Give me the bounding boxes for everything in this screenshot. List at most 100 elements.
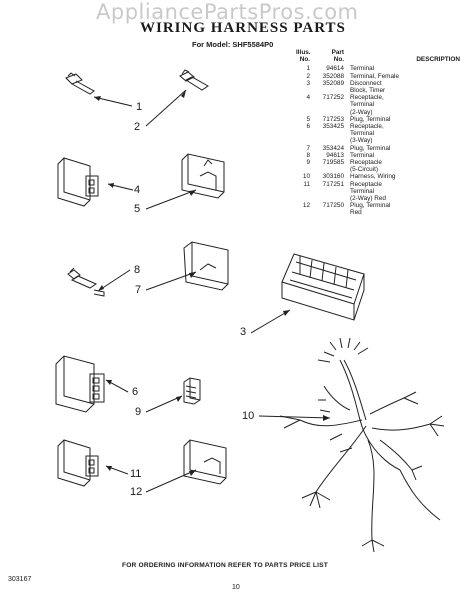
parts-table-row: 10 303160 Harness, Wiring: [296, 173, 476, 180]
header-illus: Illus. No.: [296, 49, 311, 64]
leader-lines: [93, 89, 331, 493]
part-description: Terminal: [350, 187, 375, 195]
ordering-note: FOR ORDERING INFORMATION REFER TO PARTS …: [122, 562, 328, 569]
illus-number: 2: [306, 72, 310, 80]
watermark: AppliancePartsPros.com: [96, 0, 359, 24]
illus-number: 11: [303, 180, 310, 188]
illus-number: 10: [302, 173, 310, 181]
part-description: (2-Way): [350, 108, 373, 116]
illus-number: 8: [306, 151, 310, 159]
parts-table-row: 2 352088 Terminal, Female: [296, 73, 476, 80]
callout-4: 4: [134, 184, 141, 196]
part-description: Receptacle,: [350, 94, 384, 102]
part-description: Terminal: [350, 65, 375, 73]
illus-number: 12: [302, 202, 310, 210]
page-number: 10: [232, 584, 240, 591]
receptacle-4-drawing: [57, 157, 99, 207]
parts-table-row-continuation: Terminal: [296, 101, 476, 108]
parts-table-row: 3 352089 Disconnect: [296, 80, 476, 87]
part-description: Harness, Wiring: [350, 173, 396, 181]
parts-table-row: 1 94614 Terminal: [296, 65, 476, 72]
callout-8: 8: [134, 264, 141, 276]
part-description: Plug, Terminal: [350, 115, 391, 123]
part-number: 717251: [322, 180, 344, 188]
terminal-female-2-drawing: [179, 69, 209, 91]
illus-number: 5: [306, 115, 310, 123]
part-description: Red: [350, 209, 362, 217]
part-number: 353425: [322, 123, 344, 131]
parts-table-row-continuation: Block, Timer: [296, 87, 476, 94]
parts-table-row-continuation: (2-Way): [296, 109, 476, 116]
parts-table-row: 9 719585 Receptacle: [296, 159, 476, 166]
parts-table-row: 11 717251 Receptacle: [296, 181, 476, 188]
part-number: 717252: [322, 94, 344, 102]
illus-number: 1: [306, 65, 310, 73]
part-number: 94613: [326, 151, 344, 159]
parts-table-row-continuation: Red: [296, 209, 476, 216]
header-description: DESCRIPTION: [416, 56, 460, 64]
document-number: 303167: [8, 576, 32, 583]
part-number: 303160: [322, 173, 344, 181]
plug-12-drawing: [183, 439, 227, 485]
part-number: 719585: [322, 159, 344, 167]
callout-1: 1: [136, 101, 143, 113]
receptacle-9-drawing: [183, 377, 201, 405]
callout-9: 9: [135, 406, 142, 418]
parts-table-row-continuation: Terminal: [296, 188, 476, 195]
parts-table-row-continuation: Terminal: [296, 130, 476, 137]
part-number: 717250: [322, 202, 344, 210]
page-title: WIRING HARNESS PARTS: [140, 20, 346, 36]
part-description: Block, Timer: [350, 87, 386, 95]
receptacle-6-drawing: [55, 355, 105, 413]
part-description: Receptacle,: [350, 123, 384, 131]
parts-table-header: Illus. No. Part No. DESCRIPTION: [296, 49, 476, 63]
plug-5-drawing: [181, 153, 225, 199]
part-description: Receptacle: [350, 159, 382, 167]
callout-10: 10: [242, 410, 255, 422]
callout-2: 2: [134, 121, 141, 133]
part-description: Receptacle: [350, 180, 382, 188]
parts-table-row-continuation: (5-Circuit): [296, 166, 476, 173]
callout-7: 7: [135, 284, 142, 296]
part-description: Terminal, Female: [350, 72, 400, 80]
receptacle-11-drawing: [57, 439, 99, 487]
callout-6: 6: [132, 386, 139, 398]
terminal-1-drawing: [65, 72, 95, 95]
illus-number: 4: [306, 94, 310, 102]
part-number: 717253: [322, 115, 344, 123]
part-number: 352088: [322, 72, 344, 80]
part-description: Disconnect: [350, 79, 382, 87]
part-description: Terminal: [350, 151, 375, 159]
model-line: For Model: SHF5584P0: [192, 40, 274, 49]
part-description: Terminal: [350, 130, 375, 138]
plug-7-drawing: [183, 241, 229, 291]
part-description: (3-Way): [350, 137, 373, 145]
illus-number: 3: [306, 79, 310, 87]
part-number: 352089: [322, 79, 344, 87]
callout-5: 5: [134, 203, 141, 215]
part-description: (5-Circuit): [350, 166, 379, 174]
callout-11: 11: [130, 468, 142, 480]
illus-number: 6: [306, 123, 310, 131]
illus-number: 7: [306, 144, 310, 152]
parts-table-row: 8 94613 Terminal: [296, 152, 476, 159]
parts-table-row: 4 717252 Receptacle,: [296, 94, 476, 101]
disconnect-block-3-drawing: [281, 253, 365, 321]
wiring-harness-10-drawing: [279, 337, 445, 553]
parts-table-row: 5 717253 Plug, Terminal: [296, 116, 476, 123]
illus-number: 9: [306, 159, 310, 167]
parts-table-row: 6 353425 Receptacle,: [296, 123, 476, 130]
callout-12: 12: [130, 486, 143, 498]
part-description: Plug, Terminal: [350, 144, 391, 152]
header-part: Part No.: [331, 49, 344, 64]
parts-table-row-continuation: (3-Way): [296, 137, 476, 144]
part-description: Terminal: [350, 101, 375, 109]
callout-3: 3: [240, 326, 247, 338]
part-number: 353424: [322, 144, 344, 152]
parts-table-row-continuation: (2-Way) Red: [296, 195, 476, 202]
part-number: 94614: [326, 65, 344, 73]
